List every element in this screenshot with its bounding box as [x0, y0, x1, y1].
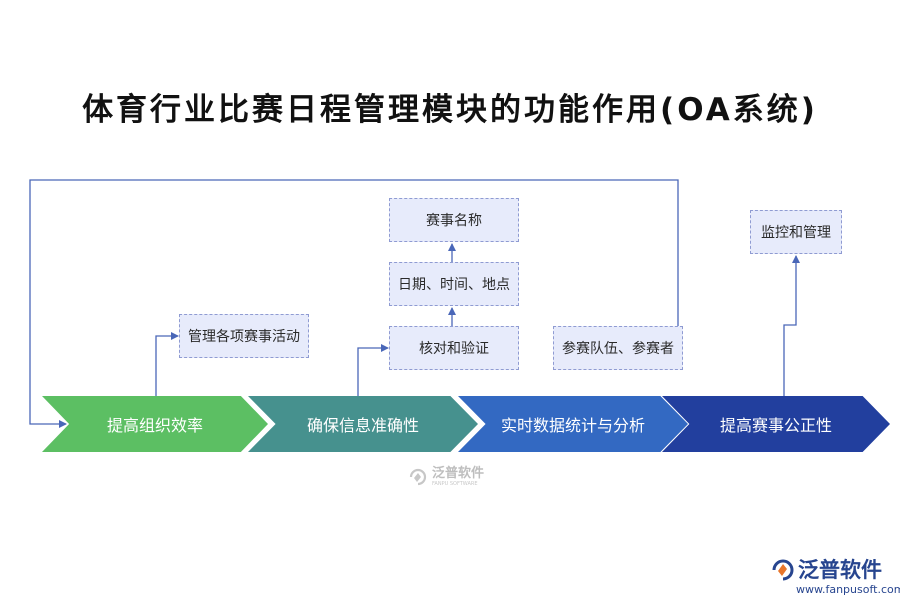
- step-improve-efficiency: 提高组织效率: [42, 396, 268, 452]
- fanpu-logo-icon: [772, 559, 794, 581]
- fanpu-logo-icon: [409, 468, 427, 486]
- watermark-center-name: 泛普软件: [432, 466, 485, 481]
- watermark-corner-name: 泛普软件: [798, 558, 882, 582]
- watermark-center: 泛普软件 FANPU SOFTWARE: [408, 464, 508, 490]
- node-monitor: 监控和管理: [750, 210, 842, 254]
- loop-arrow: [29, 179, 679, 428]
- step-realtime-analysis: 实时数据统计与分析: [458, 396, 688, 452]
- arrow-to-monitor: [783, 255, 800, 396]
- node-verify: 核对和验证: [389, 326, 519, 370]
- node-date-time-place: 日期、时间、地点: [389, 262, 519, 306]
- watermark-corner-url: www.fanpusoft.com: [796, 583, 900, 596]
- step-improve-fairness: 提高赛事公正性: [662, 396, 890, 452]
- step-ensure-accuracy: 确保信息准确性: [248, 396, 478, 452]
- watermark-center-sub: FANPU SOFTWARE: [432, 481, 478, 487]
- watermark-corner: 泛普软件 www.fanpusoft.com: [770, 553, 900, 597]
- arrow-to-verify: [357, 344, 389, 396]
- node-teams-players: 参赛队伍、参赛者: [553, 326, 683, 370]
- node-manage-events: 管理各项赛事活动: [179, 314, 309, 358]
- arrow-to-manage-events: [155, 332, 179, 396]
- diagram-title: 体育行业比赛日程管理模块的功能作用(OA系统): [82, 92, 818, 128]
- node-event-name: 赛事名称: [389, 198, 519, 242]
